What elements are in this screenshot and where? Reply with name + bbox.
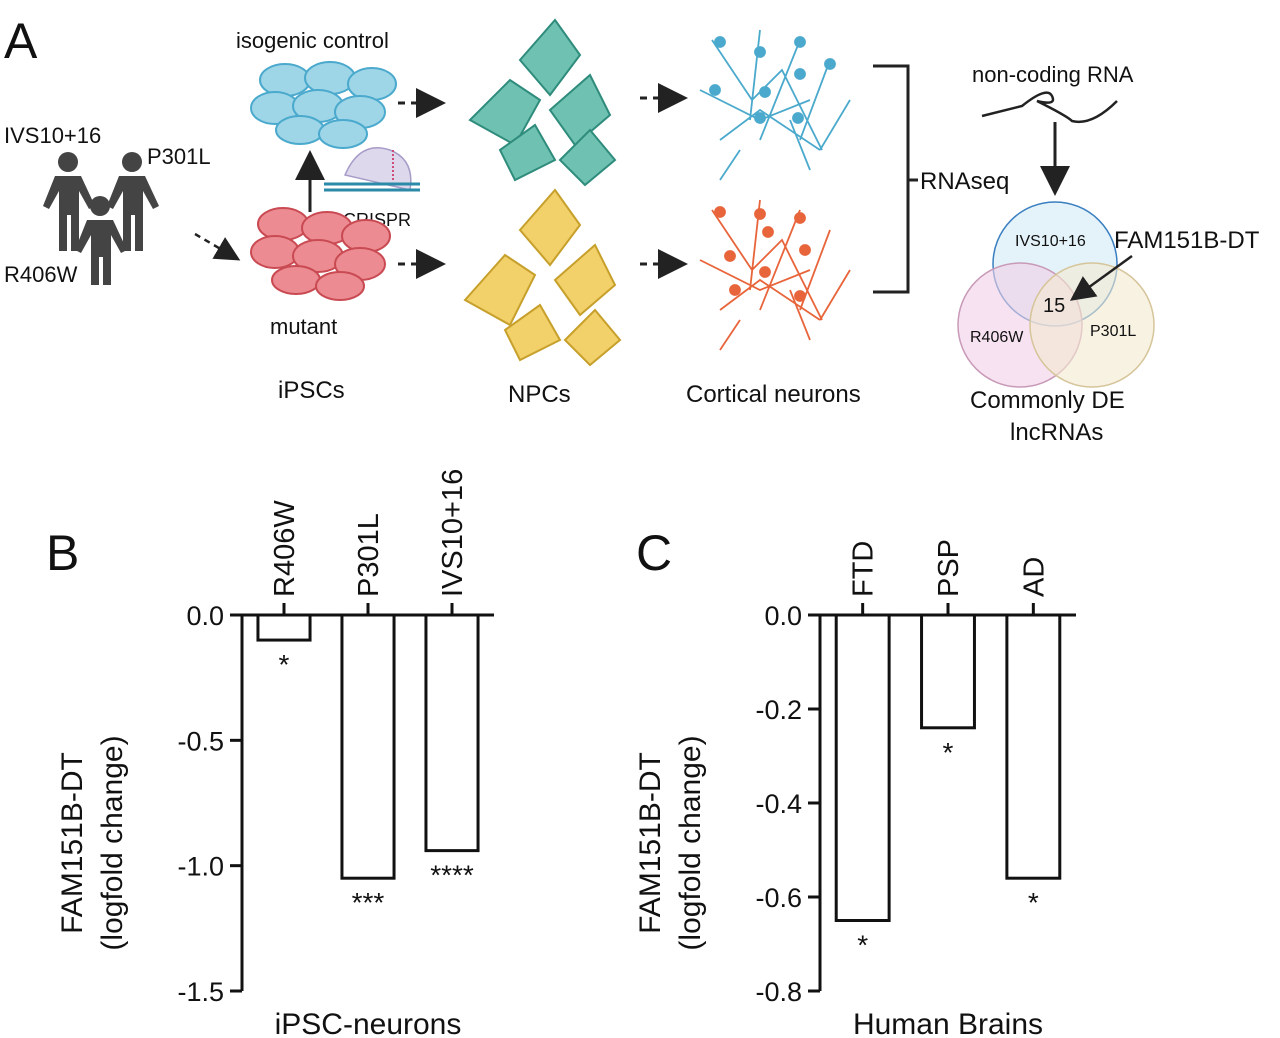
mutant-neurons: [699, 199, 851, 351]
chart-b-bar: [340, 613, 396, 880]
chart-c-ytick-label: -0.6: [755, 883, 802, 913]
donor-ivs10-16: IVS10+16: [4, 123, 101, 148]
noncoding-rna-label: non-coding RNA: [972, 62, 1134, 87]
rnaseq-label: RNAseq: [920, 168, 1009, 195]
chart-b-ytick-label: -1.5: [177, 977, 224, 1007]
venn-gene-label: FAM151B-DT: [1114, 227, 1260, 254]
chart-b-category-label: R406W: [269, 500, 301, 597]
chart-b-ytick-label: -1.0: [177, 852, 224, 882]
ncrna-strand-icon: [981, 91, 1118, 124]
chart-c-significance: *: [857, 930, 868, 961]
chart-b-xlabel: iPSC-neurons: [275, 1008, 462, 1038]
chart-b-category-label: IVS10+16: [437, 469, 469, 597]
chart-b-significance: *: [279, 649, 290, 680]
chart-c-ylabel-line1: FAM151B-DT: [634, 752, 667, 934]
chart-c-bar: [1005, 613, 1062, 880]
stage-npcs: NPCs: [508, 381, 571, 408]
venn-diagram: [957, 201, 1155, 388]
chart-b-category-label: P301L: [353, 513, 385, 597]
donor-arrow: [194, 232, 241, 261]
control-ipsc-cells: [250, 61, 397, 149]
mutant-npc-cells: [463, 188, 622, 367]
chart-b-significance: ***: [352, 887, 385, 918]
chart-b: 0.0 -0.5 -1.0 -1.5 R406W * P301L *** IVS10+16 ***…: [56, 469, 494, 1038]
chart-b-bar: [424, 613, 480, 853]
chart-c-xlabel: Human Brains: [853, 1008, 1043, 1038]
panel-a-schematic: A IVS10+16 P301L R406W isogenic control: [4, 13, 1260, 446]
chart-b-ytick-label: -0.5: [177, 726, 224, 756]
chart-c-ytick-label: -0.8: [755, 977, 802, 1007]
mutant-ipsc-cells: [250, 207, 391, 301]
chart-c-bar: [834, 613, 891, 922]
venn-caption-line2: lncRNAs: [1010, 419, 1103, 446]
chart-c-category-label: FTD: [848, 541, 880, 597]
chart-c-bar: [920, 613, 976, 730]
chart-c-significance: *: [943, 737, 954, 768]
chart-c-category-label: AD: [1018, 557, 1050, 597]
chart-b-bar: [256, 613, 312, 642]
donor-p301l: P301L: [147, 144, 211, 169]
venn-caption-line1: Commonly DE: [970, 387, 1125, 414]
chart-c-significance: *: [1028, 887, 1039, 918]
panel-label-b: B: [46, 525, 79, 581]
venn-circle-p301l: [1029, 262, 1155, 388]
control-neurons: [699, 29, 851, 181]
mutant-label: mutant: [270, 314, 337, 339]
stage-cortical-neurons: Cortical neurons: [686, 381, 861, 408]
venn-gene-arrow: [1069, 254, 1133, 301]
chart-b-ylabel-line2: (logfold change): [96, 735, 129, 950]
venn-set-p301l: P301L: [1090, 323, 1136, 340]
control-npc-cells: [468, 18, 617, 187]
venn-intersection-count: 15: [1043, 295, 1065, 317]
venn-set-r406w: R406W: [970, 329, 1024, 346]
donor-r406w: R406W: [4, 262, 78, 287]
chart-b-ytick-label: 0.0: [186, 601, 224, 631]
panel-label-c: C: [636, 525, 672, 581]
venn-set-ivs: IVS10+16: [1015, 233, 1086, 250]
chart-c: 0.0 -0.2 -0.4 -0.6 -0.8 FTD * PSP * AD * FAM151B-DT…: [634, 539, 1076, 1038]
isogenic-control-label: isogenic control: [236, 28, 389, 53]
chart-c-category-label: PSP: [933, 539, 965, 597]
stage-ipscs: iPSCs: [278, 377, 345, 404]
chart-b-ylabel-line1: FAM151B-DT: [56, 752, 89, 934]
donor-family-icon: [43, 152, 159, 285]
chart-b-significance: ****: [430, 860, 474, 891]
panel-label-a: A: [4, 13, 38, 69]
chart-c-ytick-label: 0.0: [764, 601, 802, 631]
chart-c-ylabel-line2: (logfold change): [674, 735, 707, 950]
chart-c-ytick-label: -0.4: [755, 789, 802, 819]
rnaseq-bracket: [873, 64, 910, 294]
crispr-icon: [324, 147, 420, 192]
chart-c-ytick-label: -0.2: [755, 695, 802, 725]
